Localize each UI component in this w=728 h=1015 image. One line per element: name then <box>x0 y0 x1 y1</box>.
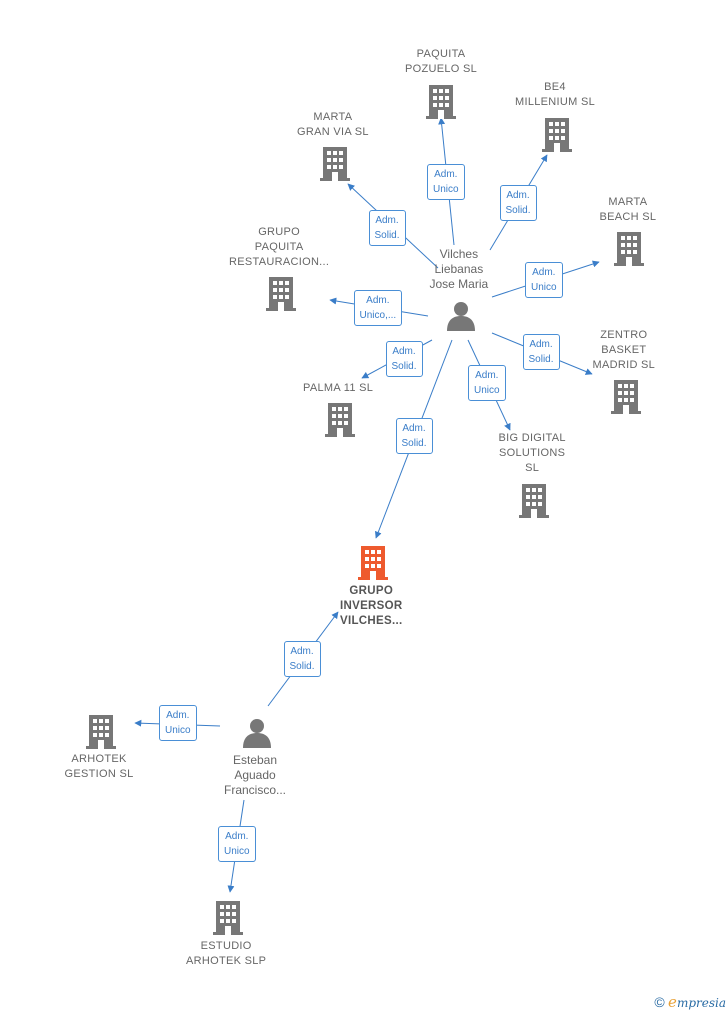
edge-label-vilches-to-marta_gv: Adm. Solid. <box>368 210 406 246</box>
footer-brand: © empresia <box>654 993 726 1011</box>
building-icon-big_digital[interactable] <box>519 484 549 518</box>
building-icon-arhotek[interactable] <box>86 715 116 749</box>
node-label-estudio[interactable]: ESTUDIO ARHOTEK SLP <box>186 940 267 967</box>
edge-label-esteban-to-grupo_inversor: Adm. Solid. <box>283 641 321 677</box>
node-label-paquita[interactable]: PAQUITA POZUELO SL <box>405 48 478 75</box>
node-label-zentro[interactable]: ZENTRO BASKET MADRID SL <box>592 328 656 371</box>
node-label-vilches[interactable]: Vilches Liebanas Jose Maria <box>429 246 489 291</box>
building-icon-grupo_paquita[interactable] <box>266 277 296 311</box>
edge-label-vilches-to-marta_beach: Adm. Unico <box>525 262 563 298</box>
node-label-esteban[interactable]: Esteban Aguado Francisco... <box>224 752 287 797</box>
building-icon-estudio[interactable] <box>213 901 243 935</box>
brand-logo-text: mpresia <box>676 996 726 1010</box>
edge-label-vilches-to-zentro: Adm. Solid. <box>522 334 560 370</box>
person-icon-vilches[interactable] <box>447 302 475 331</box>
edge-label-esteban-to-arhotek: Adm. Unico <box>159 705 197 741</box>
building-icon-paquita[interactable] <box>426 85 456 119</box>
building-icon-marta_gv[interactable] <box>320 147 350 181</box>
node-label-arhotek[interactable]: ARHOTEK GESTION SL <box>64 753 134 780</box>
edge-label-vilches-to-be4: Adm. Solid. <box>499 185 537 221</box>
node-label-marta_gv[interactable]: MARTA GRAN VIA SL <box>297 111 369 138</box>
node-label-be4[interactable]: BE4 MILLENIUM SL <box>515 81 596 108</box>
edge-label-esteban-to-estudio: Adm. Unico <box>218 826 256 862</box>
node-label-grupo_paquita[interactable]: GRUPO PAQUITA RESTAURACION... <box>229 225 330 268</box>
edge-label-vilches-to-palma: Adm. Solid. <box>385 341 423 377</box>
copyright-symbol: © <box>654 994 665 1010</box>
edge-label-vilches-to-grupo_paquita: Adm. Unico,... <box>353 290 403 326</box>
building-icon-marta_beach[interactable] <box>614 232 644 266</box>
brand-logo-initial: e <box>668 993 677 1011</box>
building-icon-zentro[interactable] <box>611 380 641 414</box>
person-icon-esteban[interactable] <box>243 719 271 748</box>
edge-label-vilches-to-paquita: Adm. Unico <box>427 164 465 200</box>
node-label-marta_beach[interactable]: MARTA BEACH SL <box>599 196 657 223</box>
building-icon-be4[interactable] <box>542 118 572 152</box>
node-label-grupo_inversor[interactable]: GRUPO INVERSOR VILCHES... <box>340 584 403 627</box>
node-label-palma[interactable]: PALMA 11 SL <box>303 381 374 394</box>
building-icon-grupo_inversor[interactable] <box>358 546 388 580</box>
edge-label-vilches-to-big_digital: Adm. Unico <box>468 365 506 401</box>
building-icon-palma[interactable] <box>325 403 355 437</box>
node-label-big_digital[interactable]: BIG DIGITAL SOLUTIONS SL <box>498 431 566 474</box>
edge-label-vilches-to-grupo_inversor: Adm. Solid. <box>395 418 433 454</box>
